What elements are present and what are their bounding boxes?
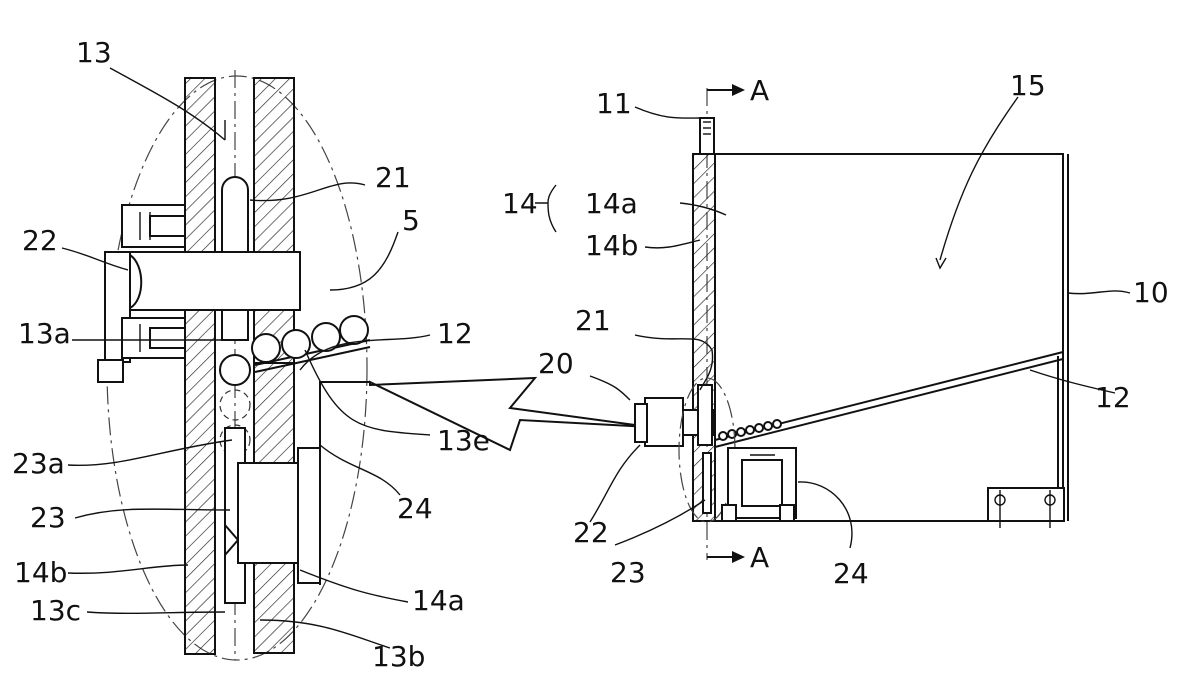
label-5: 5 [402,204,420,237]
label-a-top: A [750,74,769,107]
label-13c: 13c [30,594,81,627]
label-12-main: 12 [1095,381,1131,414]
main-view [635,84,1068,563]
label-21-detail: 21 [375,161,411,194]
label-12-detail: 12 [437,317,473,350]
label-23a: 23a [12,447,65,480]
ball-5-3 [312,323,340,351]
wall-plate-14b [185,78,215,654]
label-22-main: 22 [573,516,609,549]
balls-main [719,420,781,440]
label-14b-detail: 14b [14,556,67,589]
wall-plate-14a-upper [254,78,294,363]
label-14a-main: 14a [585,187,638,220]
label-a-bottom: A [750,541,769,574]
label-15: 15 [1010,69,1046,102]
part-11 [700,118,714,154]
motor-24-detail [238,463,298,563]
label-13a: 13a [18,317,71,350]
ball-5-4 [340,316,368,344]
label-22-detail: 22 [22,224,58,257]
label-13b: 13b [372,640,425,673]
label-23-main: 23 [610,556,646,589]
label-20: 20 [538,347,574,380]
label-11: 11 [596,87,632,120]
ball-5-2 [282,330,310,358]
label-21-main: 21 [575,304,611,337]
shaft-22 [127,252,300,310]
label-24-detail: 24 [397,492,433,525]
lever-23-main [703,453,711,513]
ball-channel-1 [220,355,250,385]
label-23-detail: 23 [30,501,66,534]
label-14a-detail: 14a [412,584,465,617]
label-24-main: 24 [833,557,869,590]
label-13: 13 [76,36,112,69]
label-14b-main: 14b [585,229,638,262]
mechanism-22 [645,398,683,446]
label-13e: 13e [437,424,490,457]
label-10: 10 [1133,276,1169,309]
ball-5-1 [252,334,280,362]
label-14: 14 [502,187,538,220]
